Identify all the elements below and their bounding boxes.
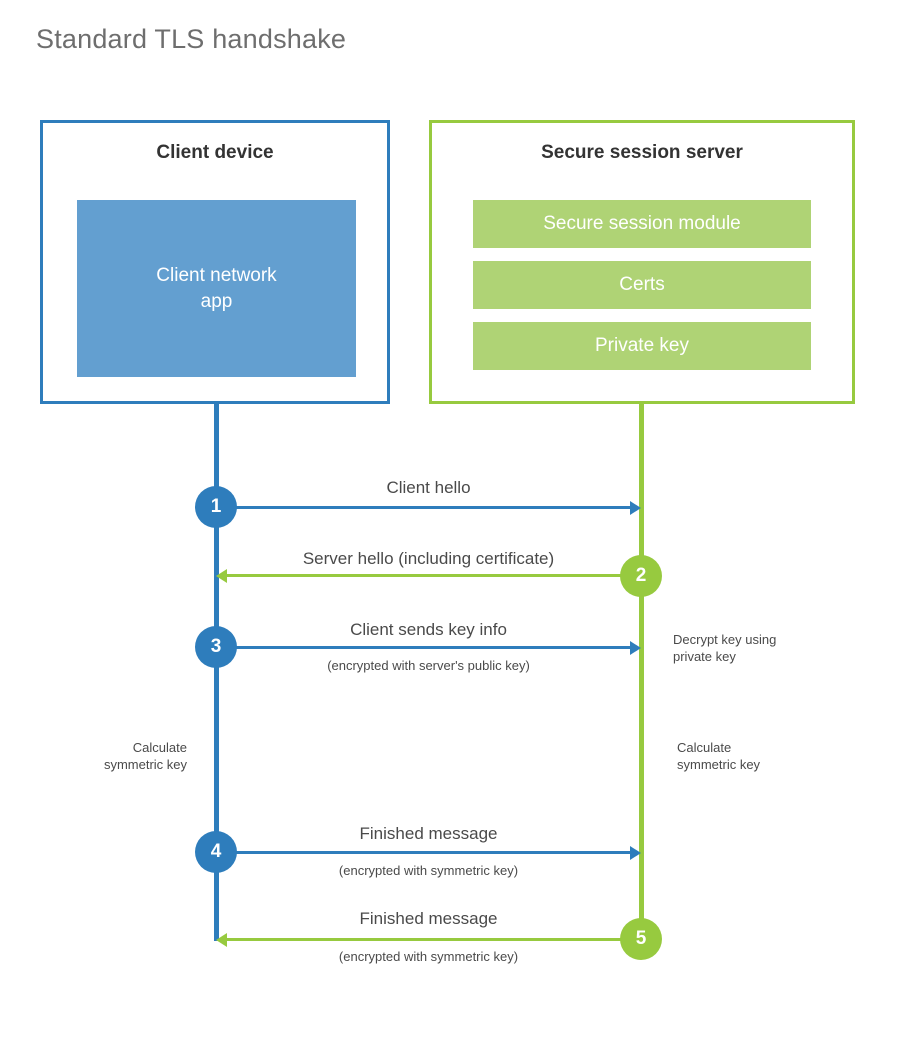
step-4-badge: 4 xyxy=(195,831,237,873)
step-5-arrow xyxy=(216,932,641,947)
server-component-private-key: Private key xyxy=(473,322,811,370)
step-2-badge: 2 xyxy=(620,555,662,597)
step-4-label: Finished message xyxy=(359,824,498,843)
step-5-label: Finished message xyxy=(359,909,498,928)
client-device-title: Client device xyxy=(156,142,274,163)
step-1-badge: 1 xyxy=(195,486,237,528)
page-title: Standard TLS handshake xyxy=(36,24,347,54)
step-1-arrow xyxy=(216,500,641,515)
step-5-badge: 5 xyxy=(620,918,662,960)
step-2-label: Server hello (including certificate) xyxy=(302,549,555,568)
step-5-sublabel: (encrypted with symmetric key) xyxy=(338,949,519,964)
step-3-badge: 3 xyxy=(195,626,237,668)
step-3-sublabel: (encrypted with server's public key) xyxy=(327,658,530,673)
secure-session-server-title: Secure session server xyxy=(541,142,743,163)
server-lifeline xyxy=(639,403,644,941)
arrow-head-left-icon xyxy=(216,568,227,583)
step-3-arrow xyxy=(216,640,641,655)
arrow-head-right-icon xyxy=(630,500,641,515)
arrow-head-right-icon xyxy=(630,640,641,655)
secure-session-server-box: Secure session server Secure session mod… xyxy=(429,120,855,404)
server-component-secure-session-module: Secure session module xyxy=(473,200,811,248)
step-4-arrow xyxy=(216,845,641,860)
step-3-label: Client sends key info xyxy=(350,620,507,639)
arrow-head-left-icon xyxy=(216,932,227,947)
step-4-sublabel: (encrypted with symmetric key) xyxy=(338,863,519,878)
server-component-certs: Certs xyxy=(473,261,811,309)
step-2-arrow xyxy=(216,568,641,583)
arrow-head-right-icon xyxy=(630,845,641,860)
client-lifeline xyxy=(214,403,219,941)
step-1-label: Client hello xyxy=(386,478,471,497)
